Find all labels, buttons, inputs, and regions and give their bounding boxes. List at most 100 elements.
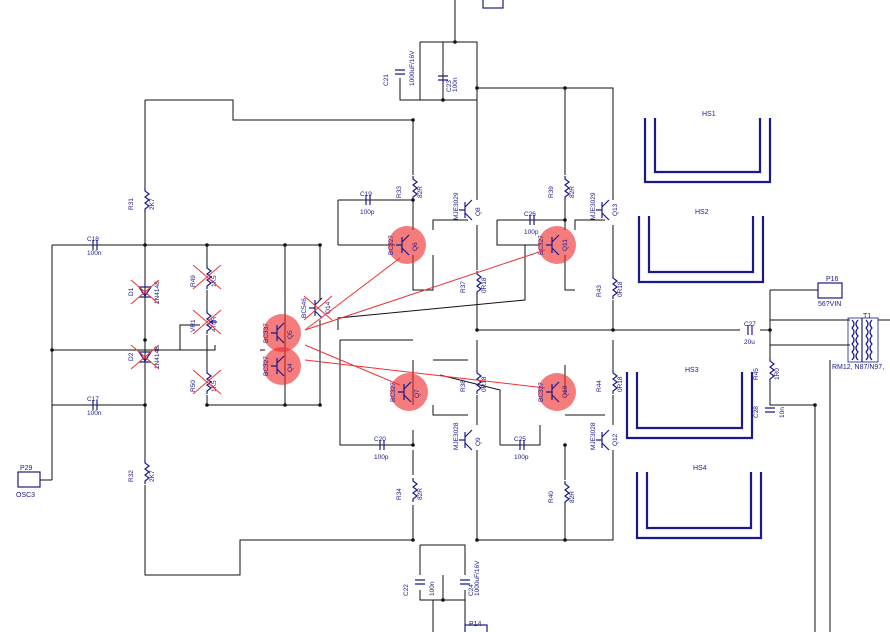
port-value: 56?VIN: [818, 301, 841, 308]
resistor-symbol: [612, 275, 618, 299]
component-ref: C28: [753, 406, 760, 418]
resistor-symbol: [206, 370, 212, 394]
component-ref: R40: [548, 491, 555, 503]
transistor-symbol: [398, 381, 412, 403]
heatsink-hs4: HS4: [635, 465, 763, 540]
capacitor-symbol: [460, 579, 470, 585]
component-ref: C18: [87, 236, 99, 243]
component-value: 100p: [524, 229, 539, 236]
component-value: 2K7: [149, 198, 156, 210]
component-ref: Q5: [287, 330, 294, 339]
removed-cross-mark: [130, 279, 160, 305]
component-value: 82R: [417, 488, 424, 500]
port-top: [482, 0, 504, 9]
component-value: 0R18: [481, 277, 488, 293]
capacitor-symbol: [765, 407, 775, 413]
port-p14: P14: [464, 621, 488, 632]
highlight-marker: [263, 347, 301, 385]
removed-cross-mark: [130, 344, 160, 370]
component-ref: C21: [383, 74, 390, 86]
heatsink-hs3: HS3: [625, 367, 754, 440]
component-ref: Q7: [414, 389, 421, 398]
component-ref: R50: [190, 380, 197, 392]
heatsink-label: HS3: [685, 367, 699, 374]
highlight-marker: [390, 373, 428, 411]
component-ref: R31: [128, 198, 135, 210]
capacitor-symbol: [415, 579, 425, 585]
removed-cross-mark: [192, 369, 222, 395]
component-ref: R37: [460, 281, 467, 293]
component-ref: R32: [128, 470, 135, 482]
component-value: 82R: [417, 186, 424, 198]
component-value: 100n: [87, 250, 102, 257]
component-value: 0R18: [617, 281, 624, 297]
component-value: 82R: [569, 491, 576, 503]
component-vr1: VR1 470R: [190, 309, 222, 335]
capacitor-symbol: [92, 400, 98, 410]
transistor-symbol: [596, 429, 610, 451]
transformer-t1: T1 RM12, N87/N97,: [832, 313, 884, 371]
capacitor-symbol: [379, 440, 385, 450]
component-value: 1000uF/16V: [474, 560, 481, 596]
component-value: 1N4148: [154, 346, 161, 369]
component-value: 82R: [569, 186, 576, 198]
component-r34: R34 82R: [396, 478, 424, 502]
component-value: 10n: [779, 407, 786, 418]
component-r40: R40 82R: [548, 481, 576, 505]
component-ref: C25: [514, 436, 526, 443]
component-ref: Q13: [612, 203, 619, 216]
capacitor-symbol: [438, 75, 448, 81]
component-ref: R49: [190, 275, 197, 287]
port-ref: P29: [20, 465, 33, 472]
component-ref: C23: [446, 80, 453, 92]
component-ref: R34: [396, 488, 403, 500]
capacitor-symbol: [747, 325, 753, 335]
heatsink-label: HS4: [693, 465, 707, 472]
component-ref: R38: [460, 380, 467, 392]
component-ref: VR1: [190, 319, 197, 332]
component-ref: Q4: [287, 363, 294, 372]
component-value: 100p: [374, 454, 389, 461]
transistor-symbol: [546, 381, 560, 403]
port-value: OSC3: [16, 492, 35, 499]
component-value: 470R: [211, 316, 218, 332]
capacitor-symbol: [395, 69, 405, 75]
transistor-symbol: [459, 199, 473, 221]
resistor-symbol: [564, 481, 570, 505]
component-r37: R37 0R18: [460, 271, 488, 295]
component-value: BC327: [538, 382, 545, 402]
component-ref: R43: [596, 285, 603, 297]
capacitor-symbol: [365, 195, 371, 205]
transistor-symbol: [596, 199, 610, 221]
component-value: BC546: [301, 298, 308, 318]
capacitor-symbol: [519, 440, 525, 450]
component-value: 100p: [360, 209, 375, 216]
heatsink-label: HS1: [702, 111, 716, 118]
component-ref: D1: [128, 287, 135, 296]
component-ref: D2: [128, 352, 135, 361]
port-p16: P16 56?VIN: [817, 276, 843, 308]
highlight-marker: [538, 373, 576, 411]
component-ref: R39: [548, 186, 555, 198]
transformer-value: RM12, N87/N97,: [832, 364, 884, 371]
port-p29: P29 OSC3: [16, 465, 41, 499]
transistor-symbol: [309, 297, 323, 319]
component-value: 20u: [744, 339, 755, 346]
resistor-symbol: [144, 460, 150, 484]
capacitor-symbol: [529, 215, 535, 225]
component-ref: Q12: [612, 433, 619, 446]
